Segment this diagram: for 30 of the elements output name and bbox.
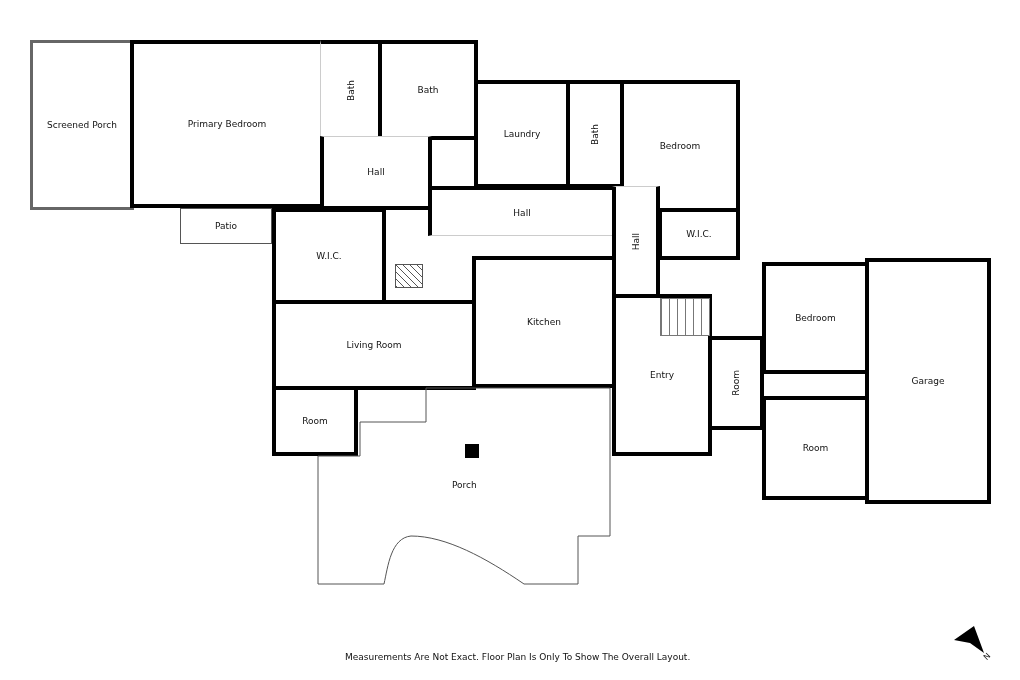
- compass-letter: N: [981, 651, 993, 662]
- room-label: Entry: [650, 370, 674, 380]
- room-label: Bath: [590, 123, 600, 145]
- room-outline: [272, 300, 476, 390]
- room-label: Laundry: [503, 129, 541, 139]
- room-outline: [320, 136, 432, 210]
- room-label: W.I.C.: [686, 229, 712, 239]
- room-label: Bath: [417, 85, 439, 95]
- room-outline: [378, 40, 478, 140]
- room-label: Hall: [631, 233, 641, 251]
- room-label: Bedroom: [795, 313, 836, 323]
- room-label: Kitchen: [527, 317, 561, 327]
- room-label: Room: [302, 416, 328, 426]
- room-label: Bath: [346, 79, 356, 101]
- room-label: Garage: [911, 376, 945, 386]
- patio-outline: [180, 208, 272, 244]
- caption: Measurements Are Not Exact. Floor Plan Is Only To Show The Overall Layout.: [345, 652, 691, 662]
- room-label: Patio: [214, 221, 238, 231]
- room-label: W.I.C.: [316, 251, 342, 261]
- room-outline: [865, 258, 991, 504]
- room-label: Porch: [452, 480, 477, 490]
- room-label: Hall: [367, 166, 385, 177]
- room-label: Screened Porch: [47, 120, 117, 130]
- room-label: Bedroom: [659, 141, 701, 151]
- room-label: Room: [802, 443, 829, 453]
- room-outline: [30, 40, 134, 210]
- room-label: Hall: [513, 207, 531, 218]
- room-label: Living Room: [346, 340, 402, 350]
- room-label: Room: [731, 370, 741, 396]
- room-label: Primary Bedroom: [187, 119, 267, 129]
